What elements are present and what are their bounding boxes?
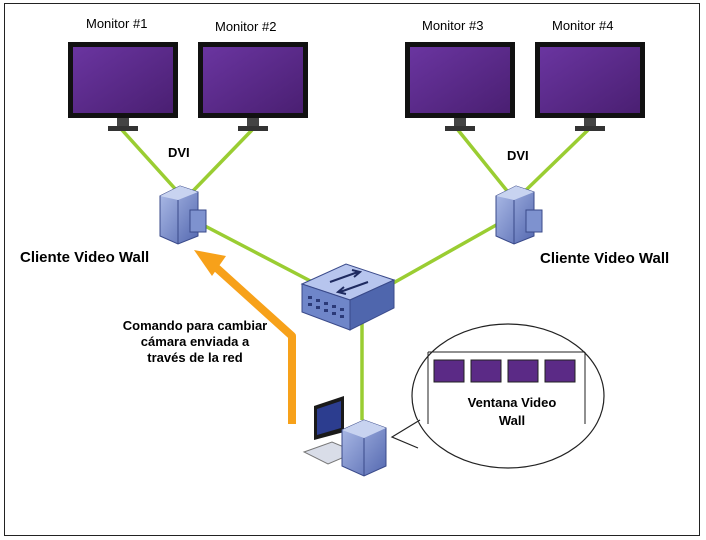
monitor-1 [68, 42, 178, 131]
command-line-3: través de la red [147, 350, 243, 365]
link-monitor3-client2 [456, 128, 510, 194]
client-label-right: Cliente Video Wall [540, 250, 670, 267]
wall-tile-3 [507, 359, 539, 383]
client-server-1-icon [159, 185, 207, 245]
video-wall-window-bubble [390, 323, 605, 469]
link-monitor1-client1 [120, 128, 180, 194]
command-line-2: cámara enviada a [140, 334, 250, 349]
command-arrow [194, 250, 296, 424]
monitor-4 [535, 42, 645, 131]
link-monitor2-client1 [190, 128, 254, 194]
workstation-icon [302, 396, 387, 477]
monitor-3-label: Monitor #3 [422, 18, 484, 33]
link-monitor4-client2 [522, 128, 590, 194]
video-wall-window-title: Ventana Video Wall [447, 394, 577, 430]
monitor-2 [198, 42, 308, 131]
wall-tile-1 [433, 359, 465, 383]
dvi-label-left: DVI [168, 145, 190, 160]
monitor-4-label: Monitor #4 [552, 18, 614, 33]
video-wall-title-line-2: Wall [498, 413, 526, 428]
wall-tile-4 [544, 359, 576, 383]
wall-tile-2 [470, 359, 502, 383]
client-server-2-icon [495, 185, 543, 245]
command-line-1: Comando para cambiar [122, 318, 268, 333]
link-client2-switch [387, 222, 499, 288]
monitor-3 [405, 42, 515, 131]
monitor-2-label: Monitor #2 [215, 19, 277, 34]
client-label-left: Cliente Video Wall [20, 249, 150, 266]
monitor-1-label: Monitor #1 [86, 16, 148, 31]
command-text: Comando para cambiar cámara enviada a tr… [105, 318, 285, 366]
link-client1-switch [204, 224, 321, 288]
dvi-label-right: DVI [507, 148, 529, 163]
network-links [120, 128, 590, 420]
video-wall-title-line-1: Ventana Video [467, 395, 557, 410]
diagram-frame [4, 3, 700, 536]
network-switch-icon [300, 263, 396, 331]
